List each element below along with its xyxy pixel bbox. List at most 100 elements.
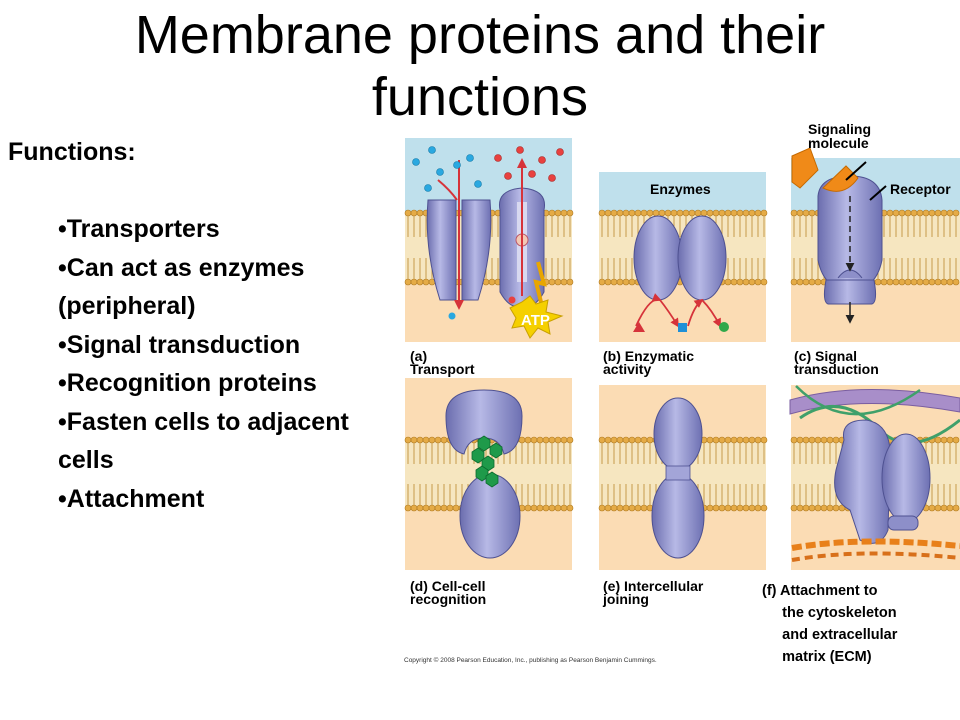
lipid-head xyxy=(452,504,460,512)
lipid-head xyxy=(548,504,556,512)
lipid-head xyxy=(440,436,448,444)
lipid-head xyxy=(610,278,618,286)
lipid-head xyxy=(434,504,442,512)
lipid-head xyxy=(530,504,538,512)
lipid-head xyxy=(700,209,708,217)
enzymes-label: Enzymes xyxy=(650,181,711,197)
lipid-head xyxy=(610,436,618,444)
lipid-head xyxy=(548,436,556,444)
lipid-head xyxy=(724,209,732,217)
lipid-head xyxy=(910,278,918,286)
lipid-head xyxy=(646,436,654,444)
panel-label-enzymatic: (b) Enzymatic activity xyxy=(603,348,695,377)
lipid-head xyxy=(518,436,526,444)
lipid-head xyxy=(616,436,624,444)
lipid-head xyxy=(790,209,798,217)
lipid-head xyxy=(524,436,532,444)
lipid-head xyxy=(622,278,630,286)
lipid-head xyxy=(820,504,828,512)
atp-label: ATP xyxy=(521,312,550,329)
lipid-head xyxy=(658,209,666,217)
lipid-head xyxy=(790,504,798,512)
lipid-head xyxy=(802,278,810,286)
lipid-head xyxy=(712,209,720,217)
lipid-head xyxy=(404,209,412,217)
lipid-head xyxy=(724,504,732,512)
lipid-head xyxy=(832,436,840,444)
lipid-head xyxy=(892,278,900,286)
lipid-head xyxy=(554,209,562,217)
lipid-head xyxy=(934,278,942,286)
lipid-head xyxy=(880,278,888,286)
lipid-head xyxy=(560,436,568,444)
lipid-head xyxy=(566,278,574,286)
solute-dot xyxy=(504,172,512,180)
panel-label-transport: (a) Transport xyxy=(410,348,475,377)
lipid-head xyxy=(916,278,924,286)
lipid-head xyxy=(610,504,618,512)
lipid-head xyxy=(428,504,436,512)
lipid-head xyxy=(934,436,942,444)
lipid-head xyxy=(598,504,606,512)
lipid-head xyxy=(940,436,948,444)
lipid-head xyxy=(736,504,744,512)
lipid-head xyxy=(410,436,418,444)
lipid-head xyxy=(922,278,930,286)
lipid-head xyxy=(814,278,822,286)
lipid-head xyxy=(416,436,424,444)
function-item: Fasten cells to adjacent cells xyxy=(58,403,388,480)
lipid-head xyxy=(706,436,714,444)
lipid-head xyxy=(536,504,544,512)
lipid-head xyxy=(640,436,648,444)
lipid-head xyxy=(676,209,684,217)
lipid-head xyxy=(566,209,574,217)
lipid-head xyxy=(796,436,804,444)
function-item: Attachment xyxy=(58,480,388,519)
lipid-head xyxy=(748,278,756,286)
solute-dot xyxy=(474,180,482,188)
lipid-head xyxy=(760,504,768,512)
lipid-head xyxy=(604,209,612,217)
lipid-head xyxy=(628,278,636,286)
lipid-head xyxy=(664,209,672,217)
lipid-head xyxy=(560,504,568,512)
lipid-head xyxy=(736,278,744,286)
solute-dot xyxy=(494,154,502,162)
lipid-head xyxy=(796,504,804,512)
lipid-head xyxy=(560,209,568,217)
solute-dot xyxy=(453,161,461,169)
attachment-proteins xyxy=(789,385,960,562)
lipid-head xyxy=(940,278,948,286)
lipid-head xyxy=(628,209,636,217)
lipid-head xyxy=(832,504,840,512)
lipid-head xyxy=(928,278,936,286)
lipid-head xyxy=(904,278,912,286)
lipid-head xyxy=(754,504,762,512)
lipid-head xyxy=(694,209,702,217)
lipid-head xyxy=(404,436,412,444)
lipid-head xyxy=(718,504,726,512)
lipid-head xyxy=(760,436,768,444)
lipid-head xyxy=(548,278,556,286)
receptor-protein xyxy=(791,147,887,324)
lipid-head xyxy=(530,436,538,444)
lipid-head xyxy=(754,278,762,286)
lipid-head xyxy=(604,504,612,512)
lipid-head xyxy=(736,436,744,444)
solute-dot xyxy=(528,170,536,178)
lipid-head xyxy=(554,504,562,512)
lipid-head xyxy=(760,278,768,286)
lipid-head xyxy=(416,278,424,286)
lipid-head xyxy=(742,436,750,444)
lipid-head xyxy=(904,209,912,217)
lipid-head xyxy=(826,436,834,444)
lipid-head xyxy=(706,504,714,512)
solute-dot xyxy=(516,146,524,154)
lipid-head xyxy=(790,436,798,444)
lipid-head xyxy=(808,209,816,217)
lipid-head xyxy=(736,209,744,217)
lipid-head xyxy=(886,209,894,217)
lipid-head xyxy=(916,209,924,217)
lipid-head xyxy=(446,504,454,512)
solute-dot xyxy=(424,184,432,192)
